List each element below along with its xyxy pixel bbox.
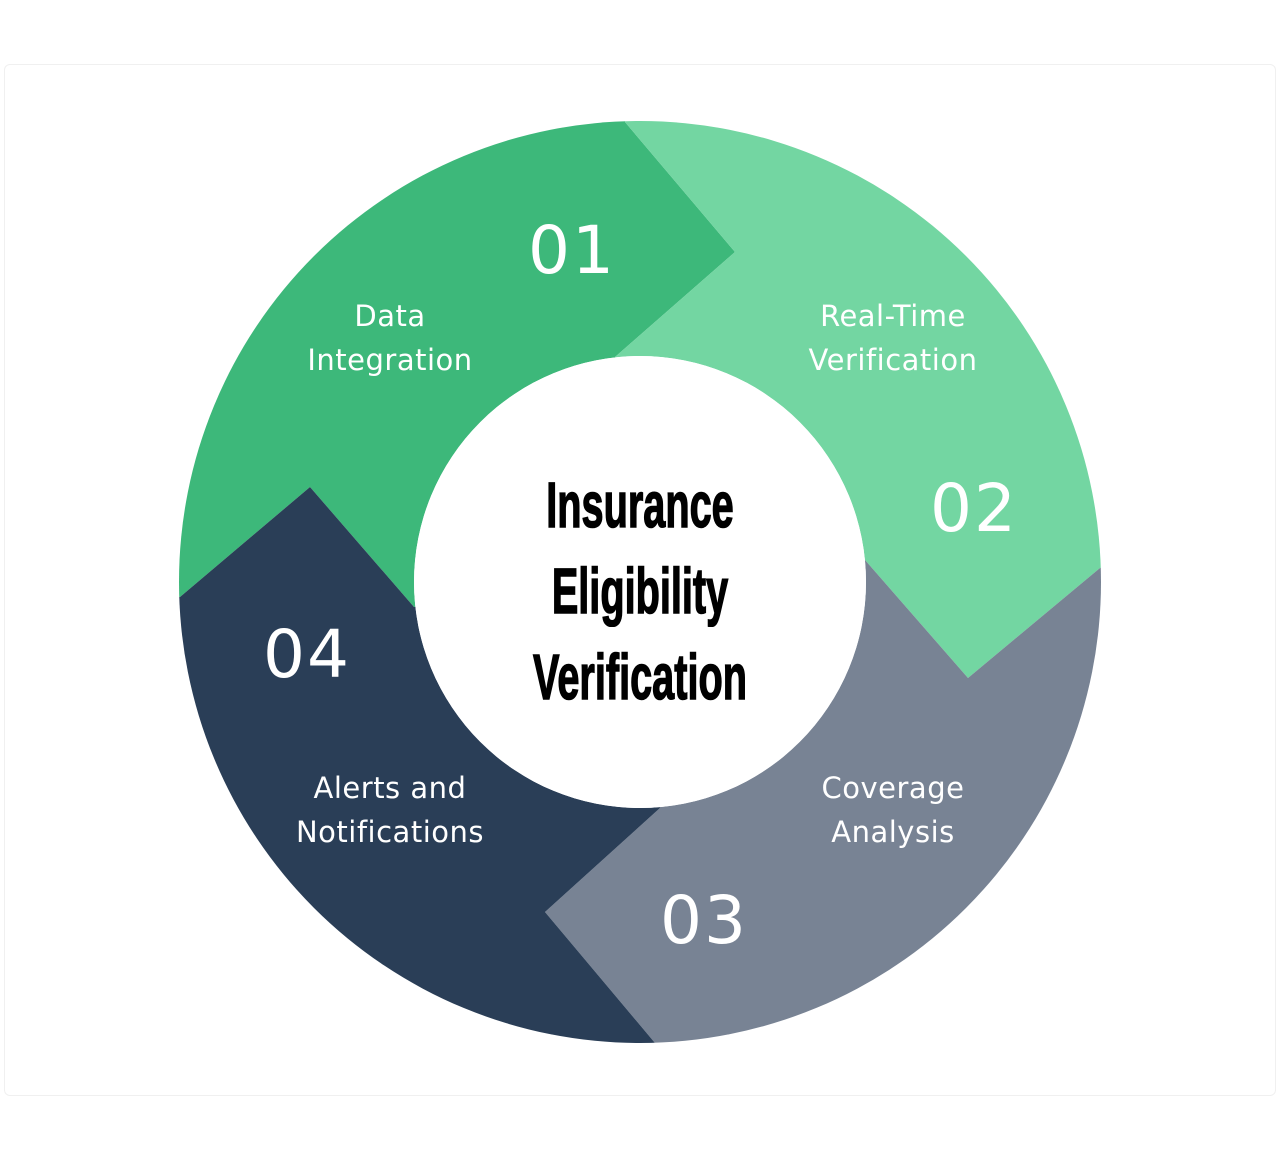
center-title: Insurance Eligibility Verification	[440, 462, 840, 720]
center-circle	[414, 356, 866, 808]
step-label-03: Coverage Analysis	[821, 771, 965, 849]
step-label-04: Alerts and Notifications	[295, 771, 484, 849]
step-number-04: 04	[263, 616, 351, 693]
title-line: Verification	[533, 640, 748, 714]
step-number-01: 01	[528, 212, 616, 289]
step-label-01: Data Integration	[307, 299, 473, 377]
title-line: Insurance	[546, 468, 734, 542]
step-number-02: 02	[930, 470, 1018, 547]
title-line: Eligibility	[551, 554, 729, 628]
step-label-02: Real-Time Verification	[808, 299, 978, 377]
step-number-03: 03	[660, 882, 748, 959]
